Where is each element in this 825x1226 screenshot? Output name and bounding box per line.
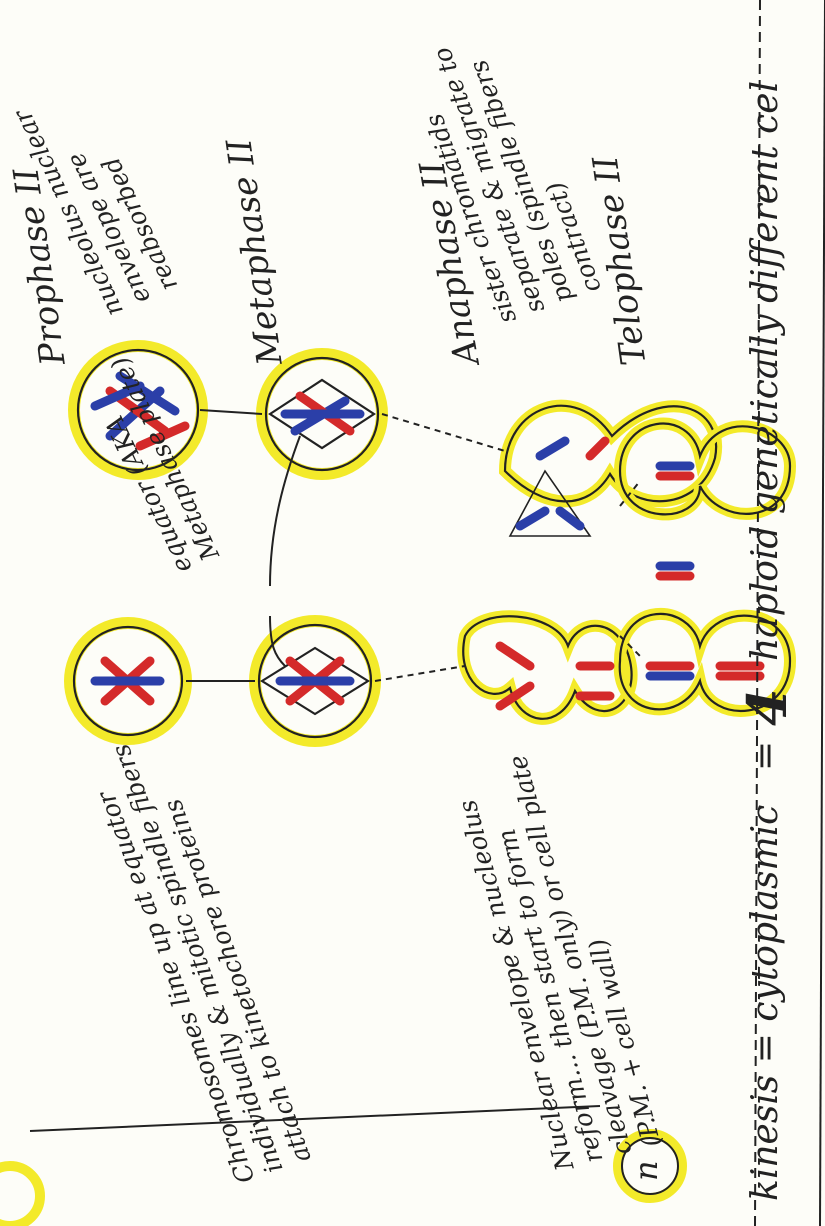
summary-left: kinesis = cytoplasmic (745, 805, 786, 1201)
arrow-long-bottom (30, 1106, 600, 1131)
chromosomes-telophase-bottom (650, 666, 760, 676)
arrow-top-1 (200, 410, 262, 414)
summary-number: 4 (735, 688, 799, 726)
chromosomes-anaphase-top (520, 441, 605, 526)
chromosomes-metaphase-bottom (280, 661, 350, 701)
chromosomes-prophase-bottom (95, 661, 160, 701)
summary-base-line (820, 0, 825, 1226)
n-cell-bottom-left (0, 1166, 40, 1226)
cell-label-n: n (627, 1160, 665, 1181)
arrow-bottom-2 (375, 666, 465, 681)
chromosomes-anaphase-bottom (500, 646, 610, 706)
summary-right: haploid genetically different cel (745, 81, 786, 661)
summary-equals: = (745, 741, 786, 771)
chromosomes-metaphase-top (285, 396, 360, 431)
arrow-top-2 (382, 414, 505, 451)
chromosomes-telophase-top (660, 466, 690, 576)
